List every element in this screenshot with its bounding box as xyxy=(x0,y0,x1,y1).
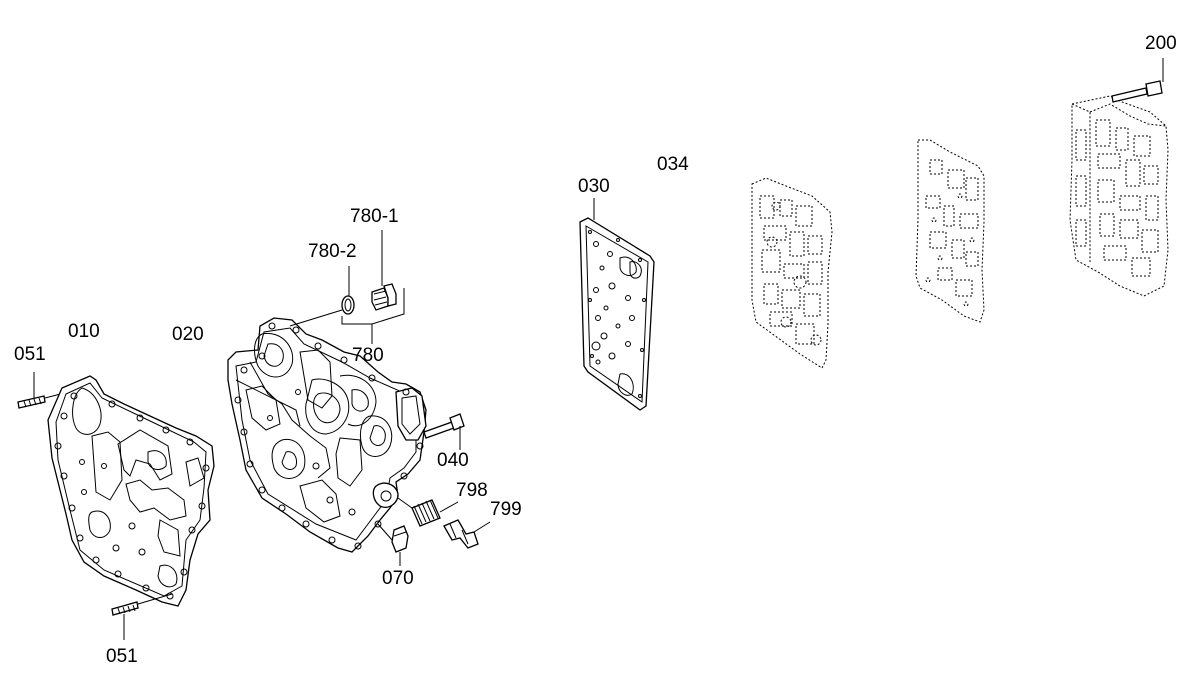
label-040[interactable]: 040 xyxy=(437,450,469,471)
label-070[interactable]: 070 xyxy=(382,568,414,589)
label-010[interactable]: 010 xyxy=(68,321,100,342)
label-051-lower[interactable]: 051 xyxy=(106,646,138,667)
label-030[interactable]: 030 xyxy=(578,176,610,197)
label-780[interactable]: 780 xyxy=(352,345,384,366)
part-034-gasket[interactable] xyxy=(751,177,833,369)
label-200[interactable]: 200 xyxy=(1145,33,1177,54)
part-200-bolt[interactable] xyxy=(1111,58,1164,103)
label-034[interactable]: 034 xyxy=(657,154,689,175)
part-separator-plate[interactable] xyxy=(915,139,985,323)
part-780-bracket-lines xyxy=(341,288,405,344)
part-010-cover-plate[interactable] xyxy=(47,375,215,607)
part-051-lower-stud[interactable] xyxy=(111,593,173,640)
part-780-2-o-ring[interactable] xyxy=(289,266,355,327)
label-799[interactable]: 799 xyxy=(490,499,522,520)
part-040-bolt[interactable] xyxy=(423,413,465,450)
part-valve-body-block[interactable] xyxy=(1069,95,1169,297)
label-798[interactable]: 798 xyxy=(456,480,488,501)
part-030-intermediate-plate[interactable] xyxy=(579,198,655,411)
label-780-1[interactable]: 780-1 xyxy=(350,206,399,227)
label-051-upper[interactable]: 051 xyxy=(14,344,46,365)
part-070-plug[interactable] xyxy=(377,523,409,566)
part-780-1-screw-plug[interactable] xyxy=(371,230,397,311)
part-020-valve-housing[interactable] xyxy=(227,317,427,553)
part-799-valve-piston[interactable] xyxy=(443,519,491,549)
label-780-2[interactable]: 780-2 xyxy=(308,241,357,262)
label-020[interactable]: 020 xyxy=(172,324,204,345)
part-798-spring[interactable] xyxy=(397,497,459,527)
